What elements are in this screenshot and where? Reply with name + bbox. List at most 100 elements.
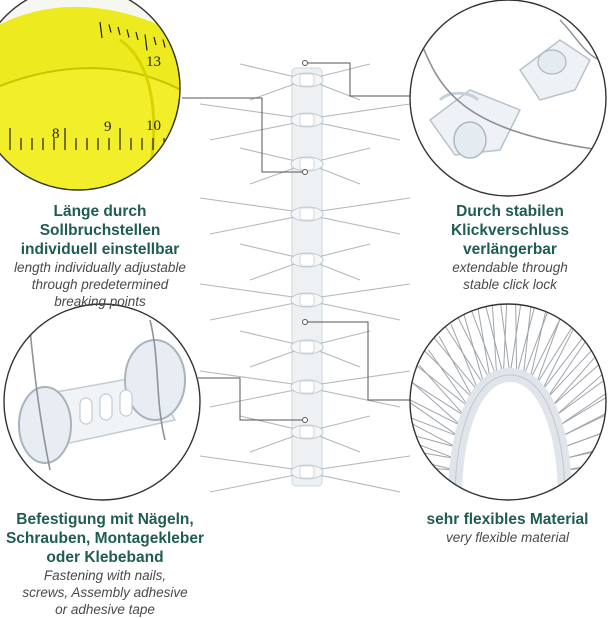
tape-number: 10 (146, 118, 161, 134)
spike (249, 261, 301, 281)
spike (209, 215, 301, 235)
caption-de-line: sehr flexibles Material (426, 511, 589, 528)
spike (540, 327, 575, 393)
spike (313, 165, 361, 185)
tape-tick (153, 36, 157, 46)
spike (313, 330, 371, 346)
caption-de-line: Klickverschluss (450, 222, 570, 239)
caption-de-line: verlängerbar (463, 241, 557, 258)
spike (313, 473, 401, 493)
spike (199, 455, 301, 471)
spike (313, 388, 401, 408)
spike (522, 304, 532, 378)
detail-circle (3, 303, 201, 501)
tape-number: 9 (104, 119, 112, 135)
spike (546, 340, 587, 400)
spike (450, 324, 480, 393)
click-lock-image (410, 0, 606, 196)
spike (239, 63, 301, 79)
spike (199, 283, 301, 299)
spike (410, 436, 456, 460)
spike (313, 63, 371, 79)
spike (410, 381, 462, 427)
spike (428, 349, 470, 408)
spike-slot (299, 380, 315, 394)
spike (313, 215, 401, 235)
spike (249, 165, 301, 185)
spike-slot (299, 207, 315, 221)
spike (313, 243, 371, 259)
caption-de-line: oder Klebeband (46, 549, 164, 566)
spike (410, 417, 457, 448)
caption-en-line: extendable through (452, 260, 568, 275)
spike (410, 398, 459, 437)
caption-en-line: Fastening with nails, (43, 568, 167, 583)
spike (438, 335, 474, 400)
tape-tick (144, 34, 148, 51)
spike-slot (299, 465, 315, 479)
spike (313, 370, 411, 386)
caption-de-line: Sollbruchstellen (39, 222, 161, 239)
caption-de-line: individuell einstellbar (20, 241, 180, 258)
spike-slot (299, 253, 315, 267)
spike-strip (199, 63, 411, 493)
detail-circle (409, 303, 607, 501)
spike-slot (299, 73, 315, 87)
spike (313, 147, 371, 163)
detail-circle (409, 0, 607, 197)
spike (554, 364, 606, 417)
tape-tick (117, 26, 121, 36)
spike (239, 243, 301, 259)
spike (558, 381, 606, 427)
spike (561, 398, 606, 437)
flexible-material-image (410, 304, 606, 500)
spike-slot (299, 157, 315, 171)
caption-de-line: Befestigung mit Nägeln, (16, 511, 194, 528)
spike (410, 386, 462, 427)
tape-number: 8 (52, 126, 60, 142)
spike (249, 348, 301, 368)
spike (209, 301, 301, 321)
spike (499, 304, 511, 376)
tape-tick (135, 31, 139, 41)
caption-de-line: Durch stabilen (456, 203, 564, 220)
spike (554, 369, 606, 417)
caption-en-line: breaking points (54, 294, 146, 309)
spike (522, 304, 553, 378)
caption-en-line: screws, Assembly adhesive (22, 585, 188, 600)
measuring-tape-image: 13 8 9 10 (0, 0, 183, 190)
detail-circle (0, 0, 181, 191)
caption-de-line: Schrauben, Montagekleber (5, 530, 205, 547)
spike (535, 317, 561, 387)
tape-tick (181, 45, 183, 53)
caption-en-line: very flexible material (445, 530, 570, 545)
spike (199, 103, 301, 119)
caption-en-line: length individually adjustable (14, 260, 186, 275)
spike (239, 147, 301, 163)
spike (515, 304, 518, 376)
spike (313, 455, 411, 471)
spike (468, 304, 498, 378)
spike (249, 81, 301, 101)
spike-slot (299, 425, 315, 439)
spike (313, 348, 361, 368)
spike (425, 327, 480, 393)
spike (313, 283, 411, 299)
tape-tick (162, 39, 166, 48)
caption-flexible: sehr flexibles Material very flexible ma… (405, 510, 610, 546)
spike (313, 301, 401, 321)
spike (313, 121, 401, 141)
spike (313, 103, 411, 119)
spike (410, 405, 459, 437)
caption-de-line: Länge durch (53, 203, 147, 220)
tape-tick (126, 29, 130, 38)
spike (313, 261, 361, 281)
spike (239, 415, 301, 431)
tape-number: 13 (146, 54, 161, 70)
spike (209, 473, 301, 493)
spike (199, 370, 301, 386)
spike (313, 415, 371, 431)
spike (209, 121, 301, 141)
